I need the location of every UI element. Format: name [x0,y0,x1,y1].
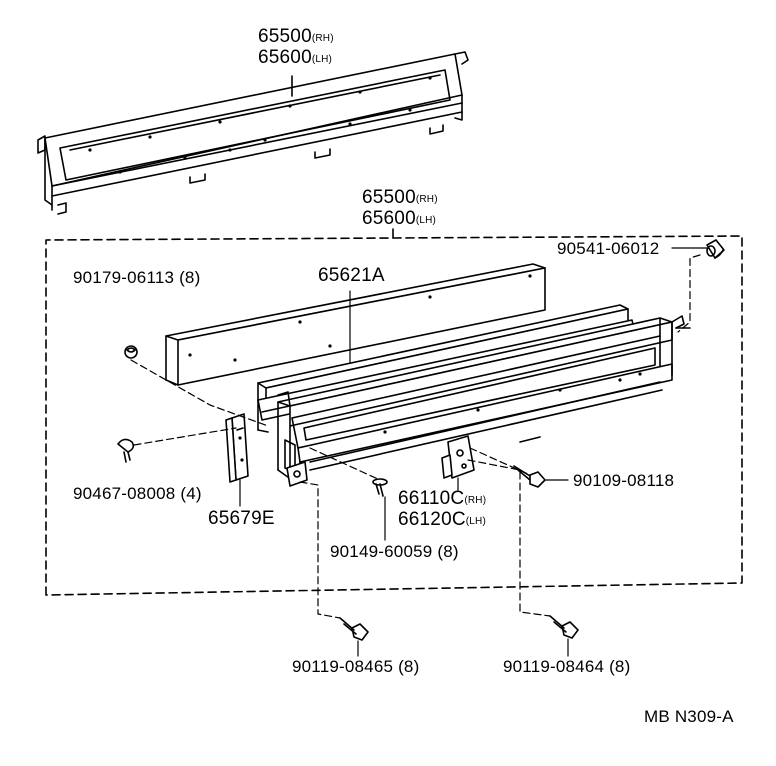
assembly-lh: 65600 [362,208,416,229]
diagram-code: MB N309-A [644,707,734,726]
part-90109-label: 90109-08118 [573,471,675,490]
top-part-rh: 65500 [258,26,312,47]
part-66110c-suffix: (RH) [464,495,487,506]
top-part-label: 65500(RH) 65600(LH) [258,27,334,69]
bolt-90119-08465 [340,618,368,640]
assembly-rh: 65500 [362,187,416,208]
clip-90541 [707,240,724,258]
part-90119-08465-label: 90119-08465 (8) [292,657,420,676]
part-90179-label: 90179-06113 (8) [73,268,201,287]
top-part-rh-suffix: (RH) [311,33,334,44]
part-65621a-label: 65621A [318,265,385,286]
bracket-65679e [226,414,248,482]
frame [278,316,690,486]
leader-lines [131,248,707,656]
upper-board [166,264,545,385]
part-90467-label: 90467-08008 (4) [73,484,202,503]
part-66110c: 66110C [398,488,465,509]
part-90119-08464-label: 90119-08464 (8) [503,657,631,676]
part-66120c: 66120C [398,509,466,530]
screw-90149 [373,479,387,496]
top-side-panel [38,52,468,214]
hinge-66110c [442,436,474,478]
assembly-label: 65500(RH) 65600(LH) [362,188,438,230]
part-65679e-label: 65679E [208,508,275,529]
assembly-bracket [46,236,742,595]
part-90149-label: 90149-60059 (8) [330,542,459,561]
bolt-90119-08464 [550,616,578,638]
bolt-90109 [514,466,545,487]
part-90541-label: 90541-06012 [557,239,660,258]
clip-90179 [125,346,137,358]
part-66110c-label: 66110C(RH) 66120C(LH) [398,489,486,531]
assembly-rh-suffix: (RH) [415,194,438,205]
top-part-lh: 65600 [258,47,312,68]
assembly-lh-suffix: (LH) [415,215,437,226]
top-part-lh-suffix: (LH) [311,54,333,65]
clip-90467 [118,439,133,462]
part-66120c-suffix: (LH) [465,516,487,527]
